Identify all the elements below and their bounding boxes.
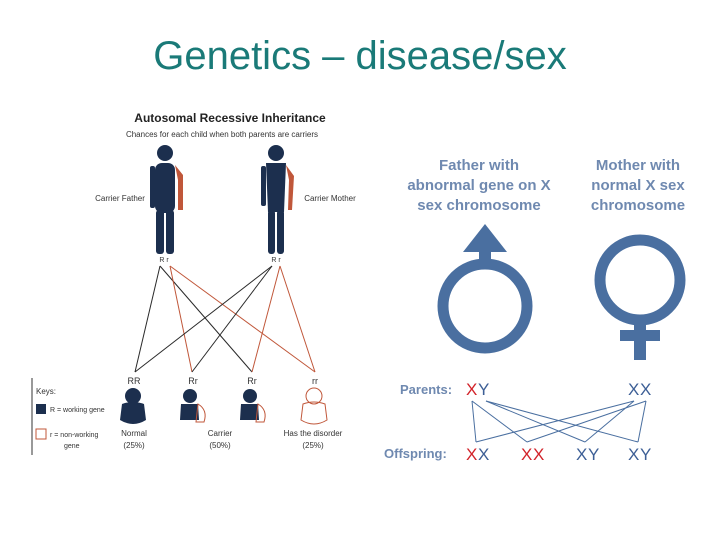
child-genotype: RR [128,376,141,386]
x-linked-diagram: Father with abnormal gene on X sex chrom… [384,157,686,464]
working-gene-swatch [36,404,46,414]
parents-label: Parents: [400,382,452,397]
father-caption-line: sex chromosome [417,197,540,214]
offspring-chromosome: X [628,445,639,464]
left-diagram-title: Autosomal Recessive Inheritance [134,111,326,125]
left-diagram-subtitle: Chances for each child when both parents… [126,130,318,139]
child-label: Carrier [208,429,233,438]
key-nonworking-gene: r = non-working [50,432,99,439]
child-genotype: rr [312,376,318,386]
baby-figure-carrier [240,389,266,423]
offspring-chromosome: X [466,445,477,464]
nonworking-gene-swatch [35,428,47,440]
father-caption-line: abnormal gene on X [407,177,550,194]
mother-x-chromosome: X [640,380,651,399]
offspring-chromosome: X [576,445,587,464]
baby-figure-carrier [180,389,206,423]
offspring-chromosome: Y [588,445,599,464]
mother-genes: R r [271,257,281,264]
inheritance-lines [134,265,316,373]
carrier-mother-figure [261,145,294,254]
autosomal-recessive-diagram: Autosomal Recessive Inheritance Chances … [31,111,356,455]
x-linked-inheritance-lines [471,400,647,443]
mother-x-chromosome: X [628,380,639,399]
slide-title: Genetics – disease/sex [153,34,567,78]
mother-caption-line: normal X sex [591,177,685,194]
father-genes: R r [159,257,169,264]
child-percent: (25%) [123,441,145,450]
mother-caption-line: chromosome [591,197,685,214]
father-x-chromosome: X [466,380,477,399]
carrier-father-figure [150,145,183,254]
offspring-label: Offspring: [384,446,447,461]
gene-key-legend: Keys: R = working gene r = non-working g… [31,378,105,455]
keys-title: Keys: [36,387,56,396]
child-genotype: Rr [188,376,198,386]
child-percent: (25%) [302,441,324,450]
offspring-chromosome: X [533,445,544,464]
baby-figure-normal [120,388,146,424]
offspring-chromosome: X [521,445,532,464]
offspring-chromosome: Y [640,445,651,464]
child-label: Has the disorder [284,429,343,438]
child-percent: (50%) [209,441,231,450]
key-nonworking-gene-2: gene [64,443,80,450]
offspring-chromosome: X [478,445,489,464]
key-working-gene: R = working gene [50,407,105,414]
female-symbol-icon [594,234,686,360]
child-genotype: Rr [247,376,257,386]
baby-figure-affected [300,387,328,425]
carrier-father-label: Carrier Father [95,194,145,203]
father-y-chromosome: Y [478,380,489,399]
carrier-mother-label: Carrier Mother [304,194,356,203]
mother-caption-line: Mother with [596,157,680,174]
male-symbol-icon [437,224,533,354]
child-label: Normal [121,429,147,438]
father-caption-line: Father with [439,157,519,174]
